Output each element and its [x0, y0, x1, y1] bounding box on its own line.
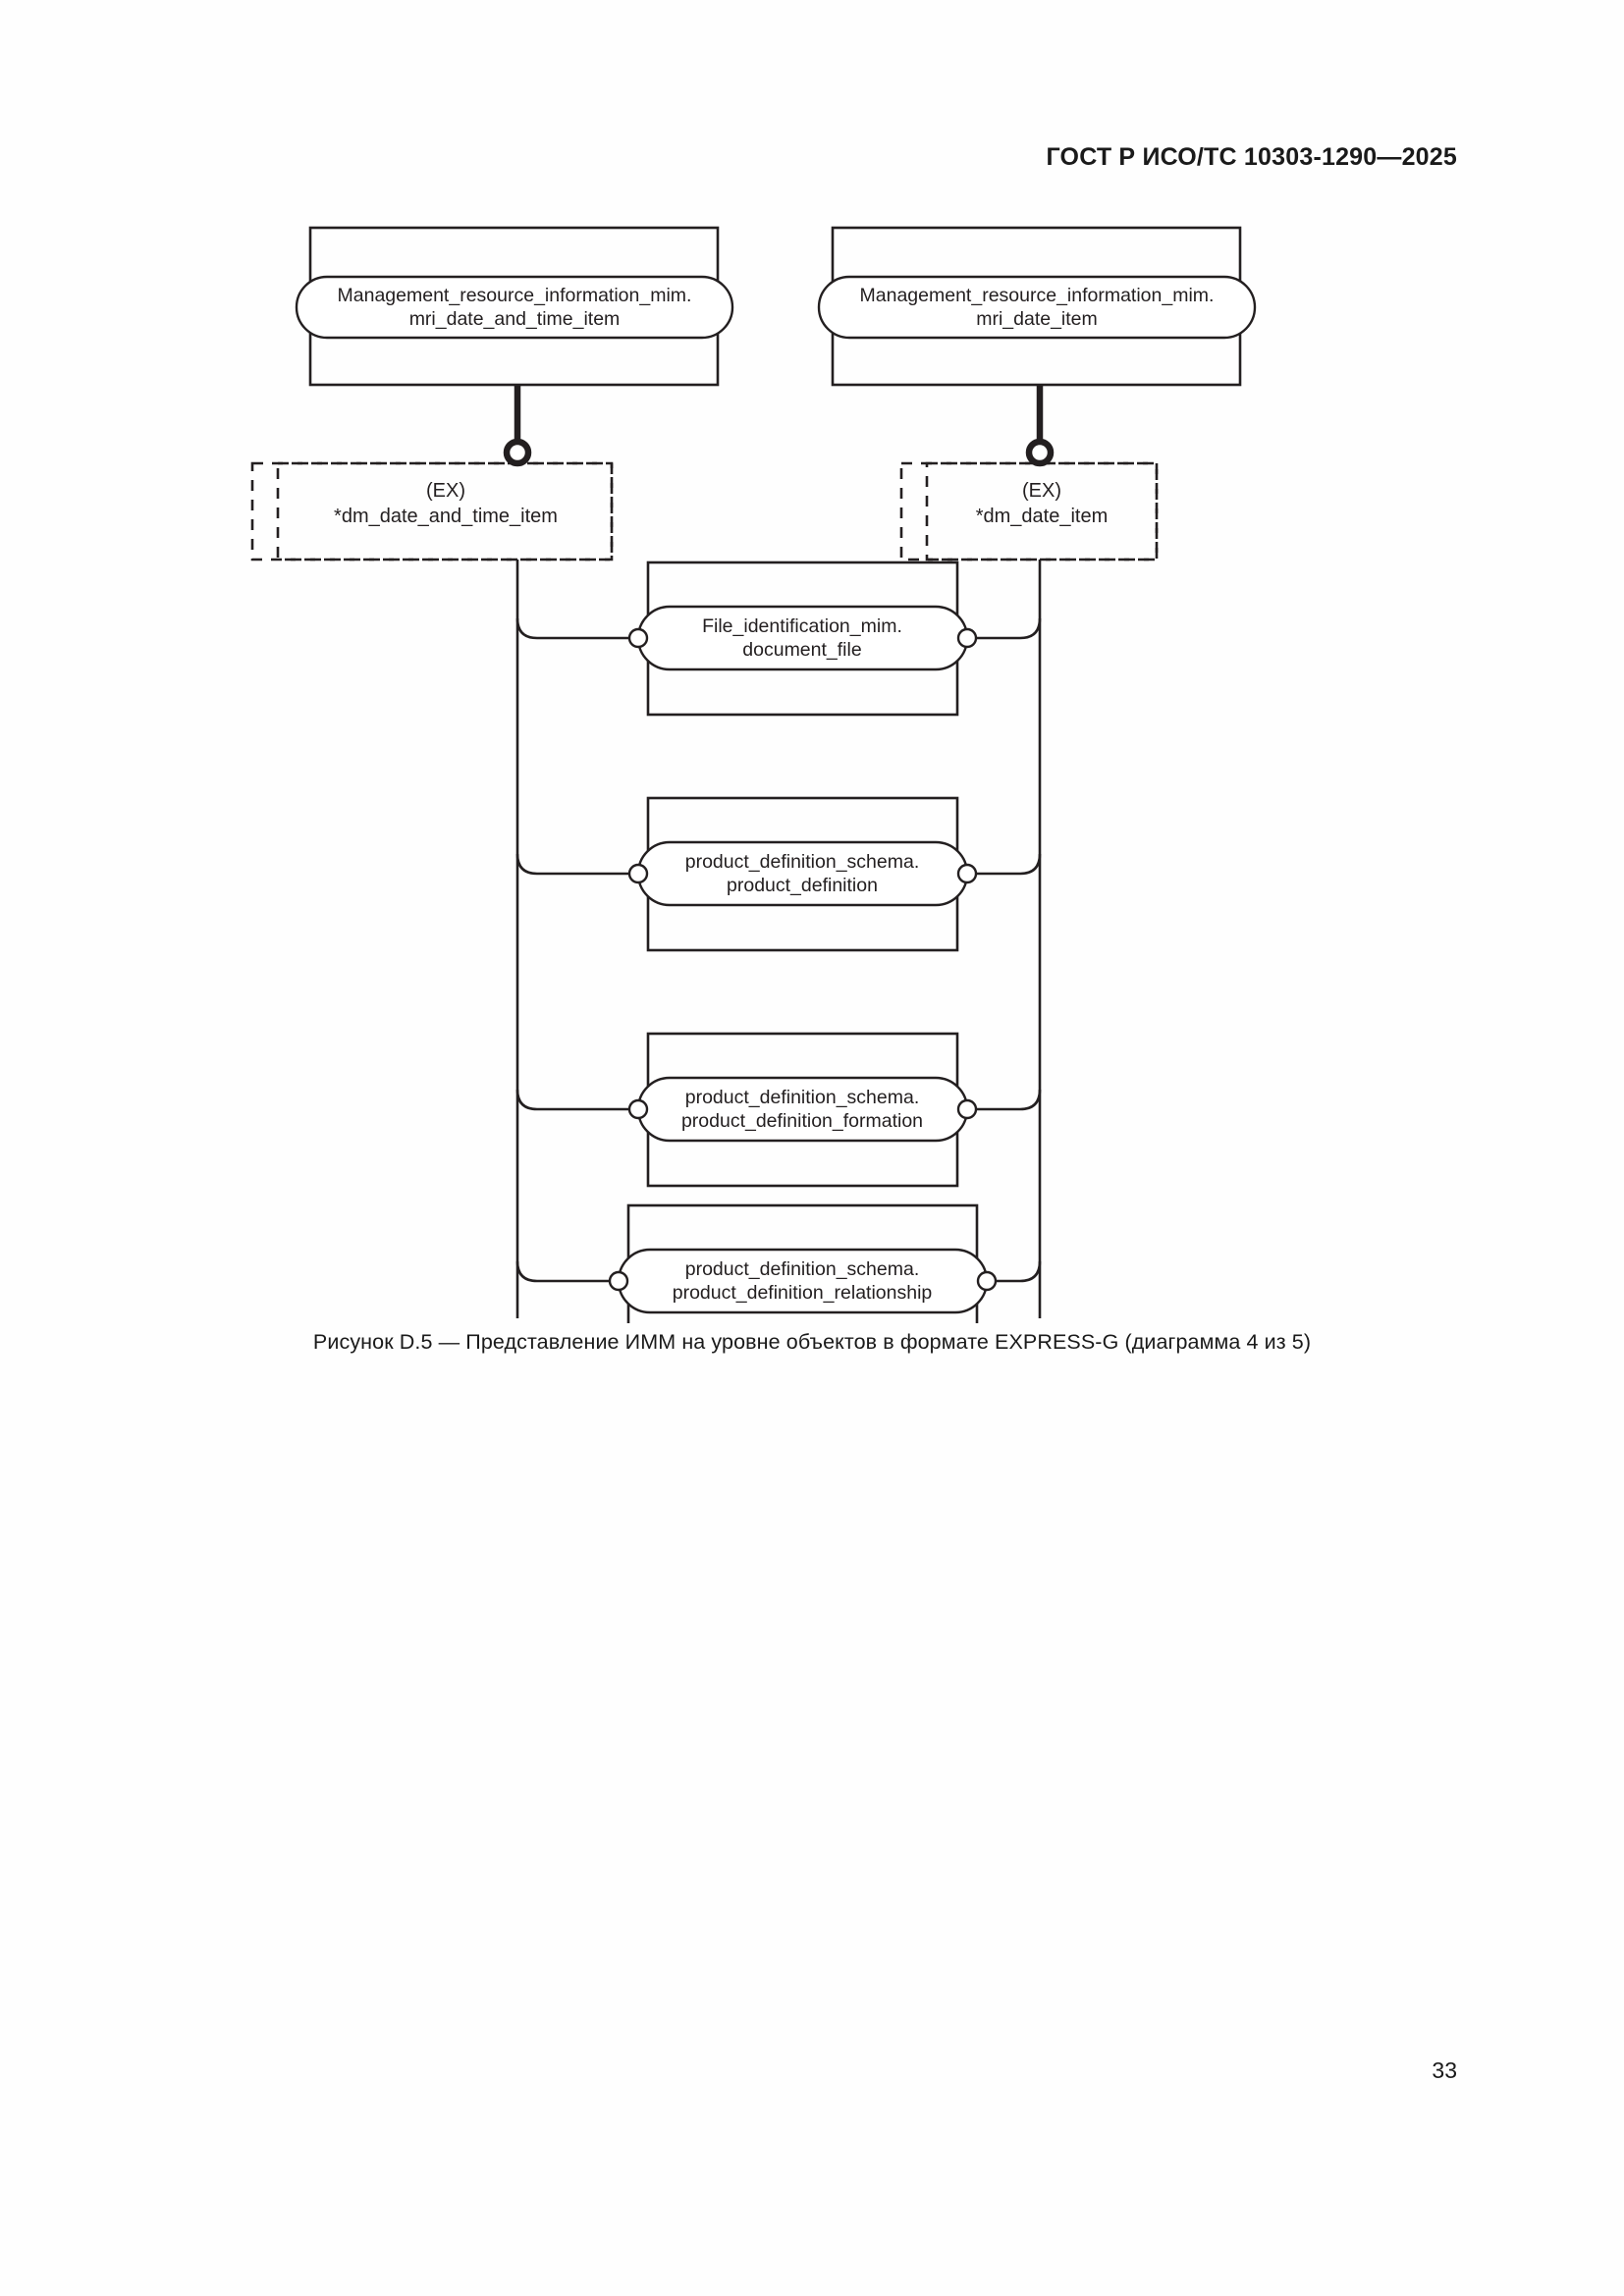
right-branch-product-definition-relationship	[957, 1260, 1042, 1283]
entity-label-line2: product_definition_relationship	[673, 1282, 933, 1304]
ex-label-line1: (EX)	[1022, 480, 1061, 502]
attribute-circle-left	[627, 627, 649, 649]
entity-label-line2: mri_date_and_time_item	[409, 308, 621, 330]
ex-node-dm-date-and-time-item[interactable]: (EX) *dm_date_and_time_item	[250, 461, 614, 561]
attribute-circle-right	[956, 1098, 978, 1120]
entity-group-product-definition-relationship[interactable]: product_definition_schema. product_defin…	[608, 1203, 998, 1323]
figure-caption: Рисунок D.5 — Представление ИММ на уровн…	[312, 1330, 1312, 1354]
right-branch-product-definition	[938, 853, 1042, 876]
ex-node-dm-date-item[interactable]: (EX) *dm_date_item	[899, 461, 1159, 561]
attribute-circle-left	[627, 1098, 649, 1120]
attribute-circle-right	[956, 863, 978, 884]
left-branch-document-file	[515, 617, 638, 640]
entity-label-line2: document_file	[742, 639, 861, 661]
attribute-circle-right	[956, 627, 978, 649]
entity-label-line1: File_identification_mim.	[702, 615, 902, 637]
ex-inner-dashed-rect	[925, 461, 1159, 561]
attribute-circle-right	[976, 1270, 998, 1292]
entity-rounded-box	[817, 275, 1257, 340]
page-number: 33	[1432, 2057, 1457, 2083]
entity-group-mri-date-item[interactable]: Management_resource_information_mim. mri…	[817, 226, 1257, 387]
entity-group-document-file[interactable]: File_identification_mim. document_file	[627, 561, 978, 717]
entity-label-line1: Management_resource_information_mim.	[860, 285, 1215, 306]
entity-label-line1: product_definition_schema.	[685, 1087, 920, 1108]
left-branch-product-definition	[515, 853, 638, 876]
attribute-circle-left	[627, 863, 649, 884]
ex-inner-dashed-rect	[276, 461, 614, 561]
right-branch-document-file	[938, 617, 1042, 640]
entity-label-line2: product_definition_formation	[681, 1110, 923, 1132]
entity-label-line2: product_definition	[727, 875, 878, 896]
entity-group-product-definition[interactable]: product_definition_schema. product_defin…	[627, 796, 978, 952]
left-branch-product-definition-formation	[515, 1089, 638, 1111]
entity-group-mri-date-and-time-item[interactable]: Management_resource_information_mim. mri…	[295, 226, 734, 387]
entity-label-line1: product_definition_schema.	[685, 1258, 920, 1280]
attribute-circle-left	[608, 1270, 629, 1292]
page-header-standard-id: ГОСТ Р ИСО/ТС 10303-1290—2025	[1046, 143, 1457, 171]
ex-label-line2: *dm_date_and_time_item	[334, 506, 558, 527]
entity-label-line1: Management_resource_information_mim.	[338, 285, 692, 306]
entity-rounded-box	[295, 275, 734, 340]
entity-label-line1: product_definition_schema.	[685, 851, 920, 873]
figure-express-g-diagram: Management_resource_information_mim. mri…	[0, 214, 1624, 1323]
supertype-circle-right	[1025, 438, 1055, 467]
supertype-circle-left	[503, 438, 532, 467]
left-branch-product-definition-relationship	[515, 1260, 619, 1283]
right-branch-product-definition-formation	[938, 1089, 1042, 1111]
entity-label-line2: mri_date_item	[976, 308, 1098, 330]
entity-group-product-definition-formation[interactable]: product_definition_schema. product_defin…	[627, 1032, 978, 1188]
ex-label-line1: (EX)	[426, 480, 465, 502]
ex-label-line2: *dm_date_item	[976, 506, 1109, 527]
